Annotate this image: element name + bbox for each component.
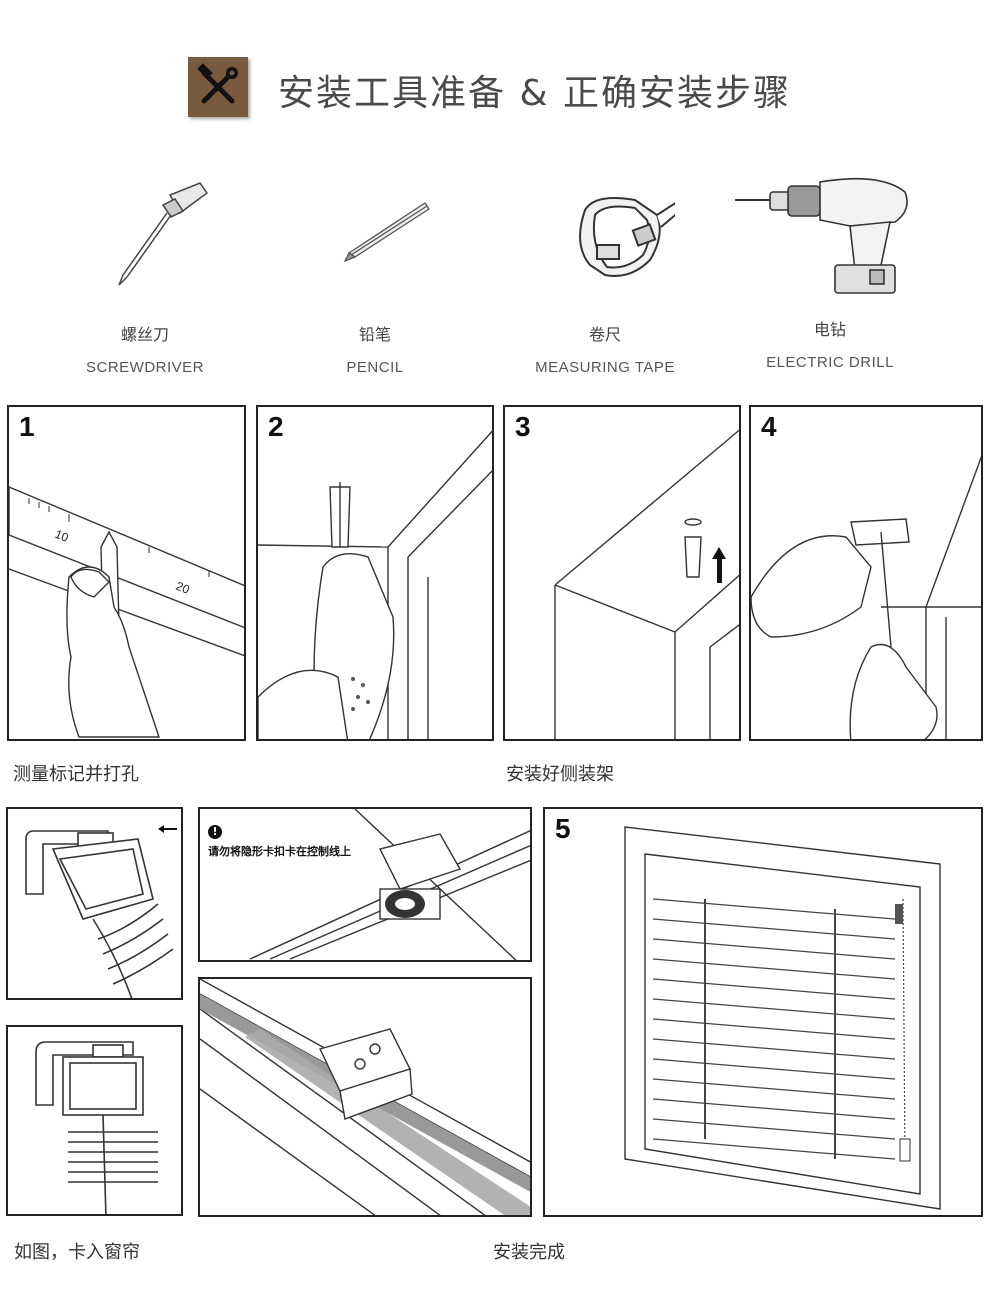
hidden-clip-panel: ! 请勿将隐形卡扣卡在控制线上 bbox=[198, 807, 532, 962]
tool-screwdriver: 螺丝刀 SCREWDRIVER bbox=[45, 175, 245, 376]
hidden-clip-illustration bbox=[249, 809, 530, 960]
marking-illustration: 10 20 bbox=[9, 486, 244, 738]
wall-anchor-illustration bbox=[554, 429, 739, 739]
ruler-tick: 10 bbox=[53, 527, 71, 545]
clip-detail-panel-top bbox=[6, 807, 183, 1000]
bracket-locked-view bbox=[35, 1041, 158, 1214]
tool-en-label: ELECTRIC DRILL bbox=[766, 354, 894, 371]
warning-icon: ! bbox=[208, 825, 222, 839]
bracket-mount-illustration bbox=[751, 455, 981, 739]
drilling-illustration bbox=[258, 430, 492, 739]
caption-clip-in: 如图，卡入窗帘 bbox=[14, 1242, 140, 1263]
warning-text: 请勿将隐形卡扣卡在控制线上 bbox=[208, 845, 351, 858]
tool-en-label: PENCIL bbox=[346, 359, 404, 376]
screwdriver-icon bbox=[118, 182, 209, 286]
bracket-side-view bbox=[25, 825, 177, 998]
clip-detail-panel-bottom bbox=[6, 1025, 183, 1216]
tool-cn-label: 电钻 bbox=[813, 320, 846, 339]
warning-note: ! 请勿将隐形卡扣卡在控制线上 bbox=[208, 825, 351, 859]
pencil-icon bbox=[343, 202, 430, 263]
tool-measuring-tape: 卷尺 MEASURING TAPE bbox=[505, 175, 705, 376]
step-panel-5: 5 bbox=[543, 807, 983, 1217]
electric-drill-icon bbox=[735, 177, 908, 294]
page-title: 安装工具准备 & 正确安装步骤 bbox=[278, 73, 791, 114]
measuring-tape-icon bbox=[579, 197, 675, 277]
tool-cn-label: 卷尺 bbox=[588, 325, 621, 344]
step-number: 4 bbox=[761, 411, 777, 442]
tool-en-label: SCREWDRIVER bbox=[85, 359, 204, 376]
tool-en-label: MEASURING TAPE bbox=[535, 359, 675, 376]
caption-mark-and-drill: 测量标记并打孔 bbox=[13, 764, 139, 785]
step-number: 5 bbox=[555, 813, 571, 844]
step-panel-3: 3 bbox=[503, 405, 741, 741]
tool-electric-drill: 电钻 ELECTRIC DRILL bbox=[730, 170, 930, 371]
clip-on-rail-illustration bbox=[200, 979, 530, 1215]
finished-blind-illustration bbox=[624, 826, 941, 1210]
step-number: 2 bbox=[268, 411, 284, 442]
clip-on-rail-panel bbox=[198, 977, 532, 1217]
tools-icon bbox=[188, 57, 248, 117]
caption-complete: 安装完成 bbox=[493, 1242, 565, 1263]
step-panel-2: 2 bbox=[256, 405, 494, 741]
tool-pencil: 铅笔 PENCIL bbox=[275, 175, 475, 376]
step-panel-1: 1 10 20 bbox=[7, 405, 246, 741]
step-number: 1 bbox=[19, 411, 35, 442]
step-number: 3 bbox=[515, 411, 531, 442]
tool-cn-label: 螺丝刀 bbox=[120, 325, 169, 344]
caption-install-bracket: 安装好侧装架 bbox=[506, 764, 614, 785]
ruler-tick: 20 bbox=[174, 579, 192, 597]
step-panel-4: 4 bbox=[749, 405, 983, 741]
tool-cn-label: 铅笔 bbox=[358, 325, 391, 344]
